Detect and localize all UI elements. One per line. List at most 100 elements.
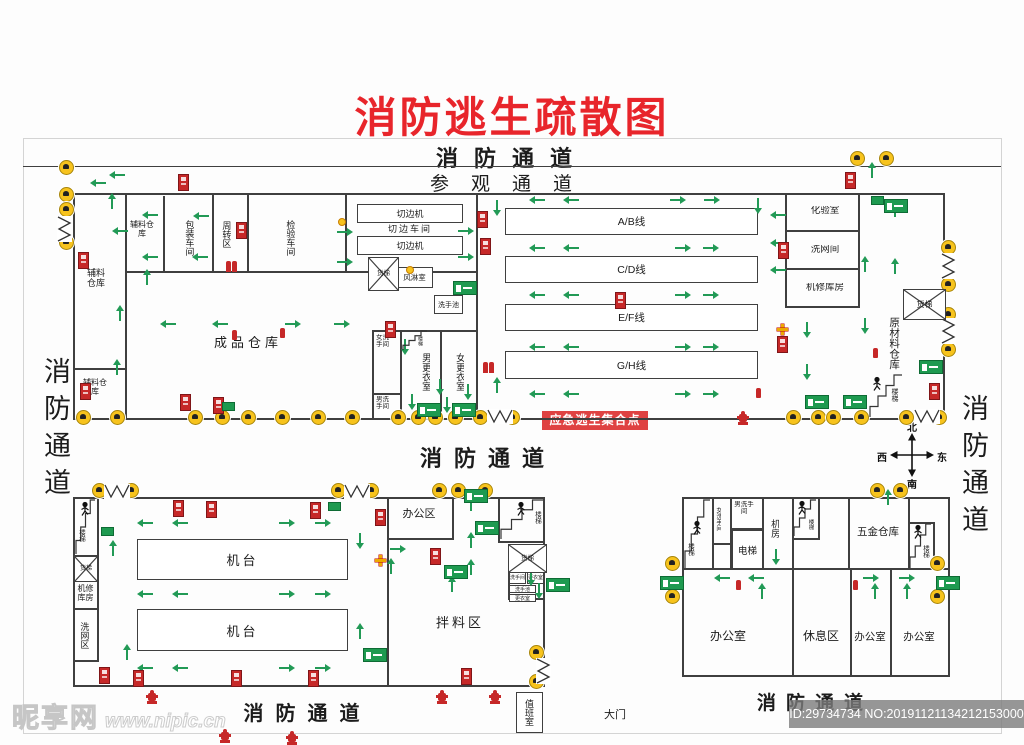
compass-cross — [890, 433, 934, 477]
alarm-bell-icon — [59, 160, 74, 175]
wall — [818, 497, 820, 540]
direction-arrow-icon — [898, 569, 916, 587]
safety-exit-sign-icon — [936, 576, 960, 590]
room-label: 女洗手间 — [376, 334, 389, 349]
alarm-bell-icon — [188, 410, 203, 425]
fire-extinguisher-pair-icon — [226, 261, 238, 272]
direction-arrow-icon — [336, 223, 354, 241]
wall — [73, 497, 545, 499]
direction-arrow-icon — [863, 161, 881, 179]
room-label: 周转区 — [221, 220, 232, 248]
direction-arrow-icon — [886, 257, 904, 275]
alarm-bell-icon — [275, 410, 290, 425]
wall — [125, 271, 478, 273]
fire-extinguisher-box-icon — [80, 383, 91, 400]
stairs-label: 楼梯 — [807, 519, 814, 530]
first-aid-cross-icon — [777, 324, 788, 335]
direction-arrow-icon — [702, 286, 720, 304]
watermark-site-url: www.nipic.cn — [105, 711, 227, 733]
watermark-site-name: 昵享网 — [12, 703, 99, 734]
direction-arrow-icon — [136, 514, 154, 532]
room-label: 办公室 — [903, 631, 935, 643]
stairs-label: 楼梯 — [417, 336, 423, 346]
first-aid-cross-icon — [375, 555, 386, 566]
wall — [848, 497, 850, 570]
room-label: 男洗手间 — [734, 501, 754, 516]
room-label: 辅料仓库 — [130, 220, 154, 239]
fire-extinguisher-box-icon — [778, 242, 789, 259]
direction-arrow-icon — [753, 582, 771, 600]
stairs-icon: 楼梯 — [793, 499, 817, 537]
direction-arrow-icon — [457, 222, 475, 240]
alarm-bell-icon — [786, 410, 801, 425]
direction-arrow-icon — [856, 255, 874, 273]
wall — [730, 528, 763, 530]
wall — [498, 497, 500, 543]
wall — [212, 193, 214, 272]
stairs-icon: 楼梯 — [402, 330, 428, 351]
direction-arrow-icon — [457, 248, 475, 266]
direction-arrow-icon — [211, 315, 229, 333]
direction-arrow-icon — [769, 261, 787, 279]
stairs-label: 楼梯 — [533, 511, 541, 524]
direction-arrow-icon — [351, 532, 369, 550]
room-label: 男洗手间 — [376, 396, 389, 411]
fire-extinguisher-box-icon — [308, 670, 319, 687]
fire-extinguisher-box-icon — [178, 174, 189, 191]
fire-extinguisher-pair-icon — [483, 362, 495, 373]
safety-exit-mini-sign-icon — [328, 502, 341, 511]
safety-exit-mini-sign-icon — [222, 402, 235, 411]
direction-arrow-icon — [562, 338, 580, 356]
alarm-dot-icon — [338, 218, 346, 226]
stairs-label: 楼梯 — [77, 529, 85, 542]
wall — [682, 497, 950, 499]
room-label: 辅料仓库 — [86, 268, 105, 289]
room-label: 切边车间 — [387, 224, 432, 234]
room-label: 女洗手间 — [714, 507, 721, 531]
wall — [73, 193, 75, 420]
fire-extinguisher-box-icon — [929, 383, 940, 400]
room-label: 化验室 — [810, 206, 840, 216]
watermark-id-bar: ID:29734734 NO:20191121134212153000 — [789, 700, 1024, 728]
room-box: 机台 — [137, 609, 348, 651]
direction-arrow-icon — [674, 239, 692, 257]
wall — [682, 675, 950, 677]
direction-arrow-icon — [389, 540, 407, 558]
alarm-bell-icon — [110, 410, 125, 425]
direction-arrow-icon — [314, 659, 332, 677]
alarm-bell-icon — [941, 342, 956, 357]
room-box: 更衣室 — [509, 594, 536, 602]
direction-arrow-icon — [104, 539, 122, 557]
direction-arrow-icon — [674, 338, 692, 356]
corridor-label-visit: 参观通道 — [429, 174, 594, 195]
safety-exit-sign-icon — [660, 576, 684, 590]
freight-elevator-icon: 货梯 — [74, 556, 98, 582]
fire-extinguisher-box-icon — [845, 172, 856, 189]
direction-arrow-icon — [767, 548, 785, 566]
stairs-label: 楼梯 — [921, 545, 929, 558]
fire-extinguisher-box-icon — [385, 321, 396, 338]
safety-exit-mini-sign-icon — [871, 196, 884, 205]
compass-west-label: 西 — [877, 453, 887, 464]
alarm-bell-icon — [241, 410, 256, 425]
room-label: 洗网区 — [79, 621, 90, 649]
wall — [712, 497, 714, 570]
direction-arrow-icon — [171, 585, 189, 603]
watermark-site: 昵享网 www.nipic.cn — [12, 696, 227, 735]
direction-arrow-icon — [866, 582, 884, 600]
compass-east-label: 东 — [937, 453, 947, 464]
wall — [400, 330, 402, 420]
direction-arrow-icon — [898, 582, 916, 600]
safety-exit-sign-icon — [884, 199, 908, 213]
door-opening-zigzag — [536, 658, 551, 684]
wall — [850, 568, 852, 676]
compass-icon: 北 南 西 东 — [876, 419, 948, 491]
wall — [73, 660, 97, 662]
stairs-label: 楼梯 — [891, 388, 898, 402]
room-box: G/H线 — [505, 351, 758, 379]
alarm-bell-icon — [850, 151, 865, 166]
room-box: 风淋室 — [396, 267, 433, 288]
direction-arrow-icon — [314, 514, 332, 532]
page-title: 消防逃生疏散图 — [354, 94, 670, 141]
